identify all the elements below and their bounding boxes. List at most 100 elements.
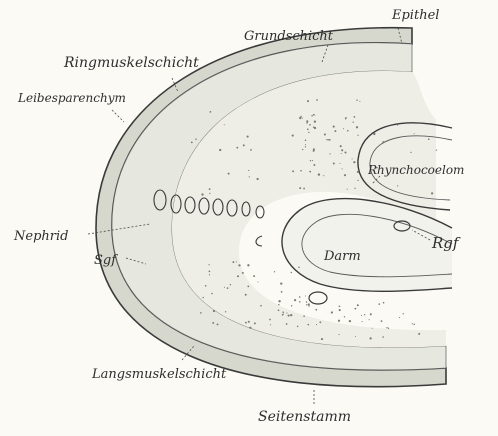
stipple-dot [219,149,221,151]
stipple-dot [250,149,252,151]
stipple-dot [413,324,414,325]
stipple-dot [245,294,247,296]
stipple-dot [382,141,384,143]
stipple-dot [195,138,197,140]
stipple-dot [399,317,400,318]
stipple-dot [334,130,336,132]
stipple-dot [369,319,370,320]
stipple-dot [339,163,340,164]
stipple-dot [299,296,301,298]
stipple-dot [355,336,356,337]
stipple-dot [283,314,284,315]
stipple-dot [341,149,343,151]
label-rhynchocoelom: Rhynchocoelom [368,164,464,176]
stipple-dot [230,284,231,285]
stipple-dot [309,171,311,173]
stipple-dot [343,128,344,129]
stipple-dot [397,125,398,126]
stipple-dot [373,133,375,135]
stipple-dot [354,308,356,310]
stipple-dot [257,281,258,282]
stipple-dot [236,261,237,262]
stipple-dot [428,138,430,140]
stipple-dot [357,171,359,173]
stipple-dot [249,176,250,177]
stipple-dot [247,264,249,266]
stipple-dot [224,124,225,125]
label-epithel: Epithel [392,9,439,22]
stipple-dot [209,188,211,190]
stipple-dot [209,274,210,275]
stipple-dot [300,170,302,172]
stipple-dot [238,264,240,266]
stipple-dot [340,145,342,147]
stipple-dot [339,309,341,311]
stipple-dot [281,291,283,293]
stipple-dot [270,324,271,325]
stipple-dot [237,275,239,277]
stipple-dot [253,275,255,277]
stipple-dot [201,193,203,195]
stipple-dot [354,188,355,189]
stipple-dot [436,149,437,150]
label-langsmuskelschicht: Langsmuskelschicht [92,368,226,381]
stipple-dot [313,114,314,115]
stipple-dot [357,180,358,181]
stipple-dot [341,153,342,154]
stipple-dot [326,139,327,140]
stipple-dot [383,302,385,304]
stipple-dot [353,161,355,163]
stipple-dot [209,271,211,273]
label-rgf: Rgf [432,236,458,251]
stipple-dot [403,313,404,314]
stipple-dot [431,192,433,194]
stipple-dot [347,130,349,132]
stipple-dot [291,272,292,273]
stipple-dot [305,295,306,296]
stipple-dot [224,287,225,288]
stipple-dot [362,321,363,322]
stipple-dot [314,127,316,129]
stipple-dot [278,304,279,305]
label-leibesparenchym: Leibesparenchym [18,92,126,104]
stipple-dot [364,314,365,315]
stipple-dot [357,304,359,306]
stipple-dot [307,128,309,130]
stipple-dot [321,338,323,340]
stipple-dot [353,122,354,123]
stipple-dot [414,133,415,134]
stipple-dot [338,320,340,322]
stipple-dot [323,175,324,176]
stipple-dot [305,140,307,142]
stipple-dot [307,100,309,102]
stipple-dot [316,99,318,101]
stipple-dot [213,310,215,312]
stipple-dot [248,170,249,171]
stipple-dot [291,305,292,306]
stipple-dot [243,144,245,146]
stipple-dot [191,141,193,143]
stipple-dot [333,163,335,165]
stipple-dot [308,324,310,326]
label-ringmuskelschicht: Ringmuskelschicht [64,56,199,70]
stipple-dot [303,188,305,190]
label-nephrid: Nephrid [14,230,68,243]
stipple-dot [260,305,262,307]
stipple-dot [357,135,358,136]
stipple-dot [410,152,411,153]
stipple-dot [313,164,315,166]
stipple-dot [306,301,308,303]
stipple-dot [280,282,282,284]
label-darm: Darm [324,250,361,263]
stipple-dot [290,314,292,316]
stipple-dot [310,160,311,161]
stipple-dot [299,187,301,189]
stipple-dot [248,321,250,323]
stipple-dot [324,133,326,135]
stipple-dot [212,322,214,324]
stipple-dot [314,114,315,115]
stipple-dot [232,261,234,263]
stipple-dot [331,311,333,313]
stipple-dot [333,126,335,128]
